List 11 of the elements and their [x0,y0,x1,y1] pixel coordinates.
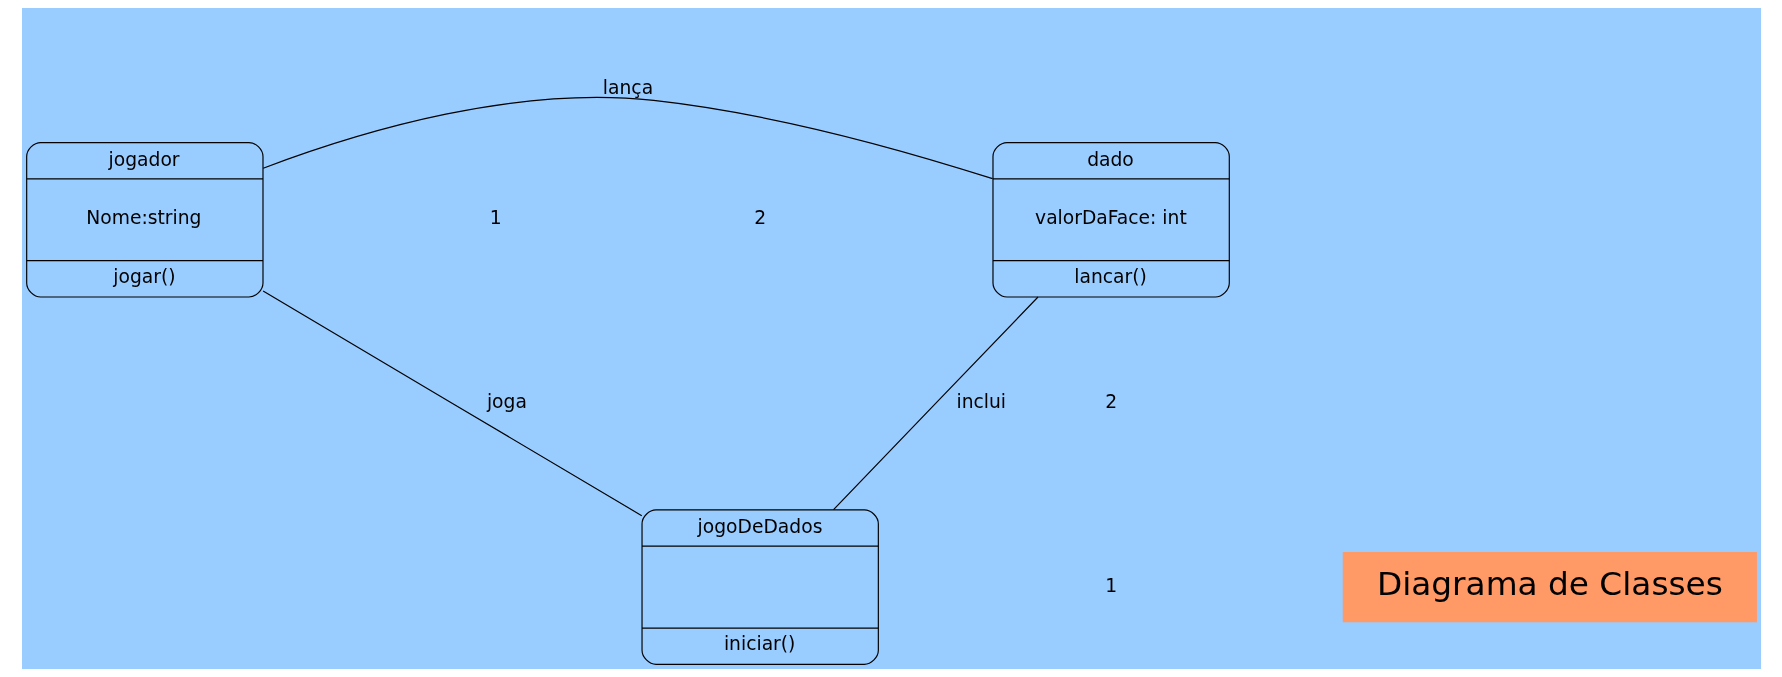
edge-label: lança [602,77,653,99]
label: 1 [489,207,502,229]
edge-label: inclui [955,390,1006,412]
label: 2 [753,207,766,229]
edge-label: joga [486,390,527,412]
label: 1 [1104,574,1117,596]
node-box: Diagrama de Classes [1342,552,1757,623]
label: 2 [1104,390,1117,412]
connector [262,290,642,517]
connector [262,96,993,180]
connector [832,296,1039,511]
